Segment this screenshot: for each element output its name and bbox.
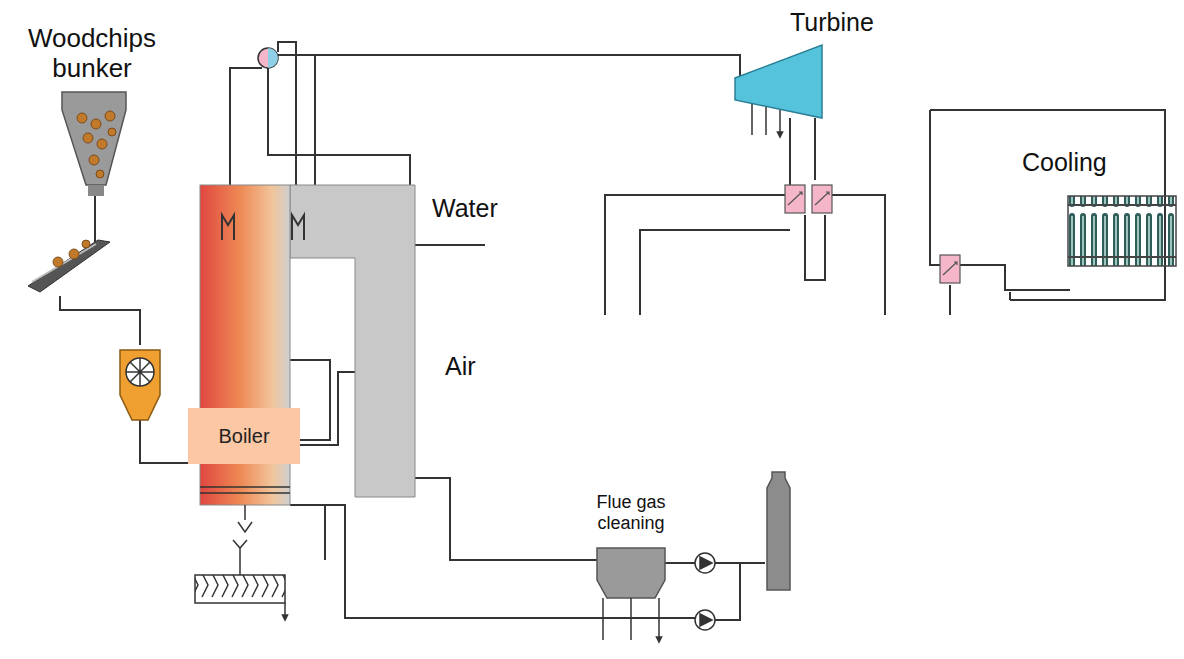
bunker-label: Woodchips bunker bbox=[6, 24, 178, 84]
steam-turbine bbox=[735, 45, 822, 135]
process-box: Boiler bbox=[188, 408, 300, 464]
ash-screw bbox=[195, 540, 285, 618]
stack bbox=[767, 472, 790, 590]
conveyor bbox=[28, 240, 110, 292]
woodchips-hopper bbox=[62, 92, 126, 196]
cooling-label: Cooling bbox=[1022, 148, 1107, 177]
rotary-feeder bbox=[120, 350, 160, 420]
air-cooler bbox=[1068, 196, 1176, 266]
air-label: Air bbox=[445, 352, 476, 381]
bag-filter bbox=[597, 548, 665, 640]
pipework bbox=[60, 42, 1165, 620]
heat-exchanger bbox=[785, 185, 960, 283]
steam-drum bbox=[258, 48, 278, 68]
fan bbox=[695, 553, 715, 630]
flue-gas-label: Flue gas cleaning bbox=[572, 492, 690, 533]
turbine-label: Turbine bbox=[790, 8, 874, 37]
water-label: Water bbox=[432, 194, 498, 223]
node-text: Boiler bbox=[218, 425, 269, 448]
boiler-body bbox=[200, 185, 415, 532]
